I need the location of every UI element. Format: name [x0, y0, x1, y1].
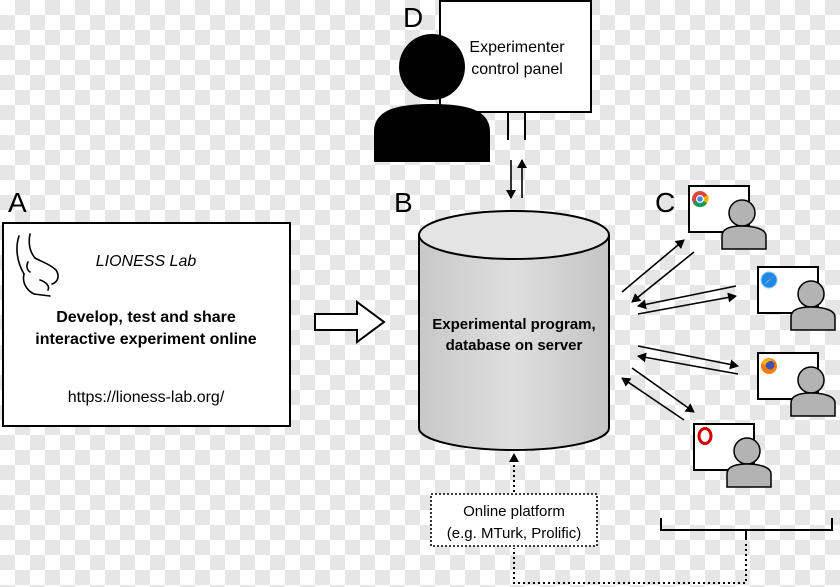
lion-head-icon — [16, 233, 59, 297]
opera-icon — [697, 427, 713, 445]
server-line2: database on server — [446, 337, 583, 354]
firefox-icon — [761, 358, 777, 374]
panel-tagline-line1: Develop, test and share — [56, 309, 236, 326]
platform-line2: (e.g. MTurk, Prolific) — [447, 525, 581, 542]
server-cylinder: Experimental program, database on server — [418, 210, 610, 451]
label-d: D — [403, 2, 423, 33]
participant-3 — [757, 352, 836, 417]
server-line1: Experimental program, — [432, 316, 595, 333]
participant-1 — [688, 185, 767, 250]
label-a: A — [8, 187, 27, 218]
chrome-icon — [692, 191, 709, 208]
person-icon — [726, 437, 772, 488]
participant-arrows — [621, 239, 739, 421]
panel-tagline-line2: interactive experiment online — [35, 331, 257, 348]
person-icon — [721, 199, 767, 250]
person-icon — [374, 34, 490, 162]
block-arrow-icon — [314, 300, 386, 344]
panel-url: https://lioness-lab.org/ — [68, 389, 225, 406]
label-b: B — [394, 187, 413, 218]
person-icon — [790, 366, 836, 417]
recruitment-path — [513, 544, 747, 584]
panel-title: LIONESS Lab — [96, 253, 197, 270]
lioness-panel: LIONESS Lab Develop, test and share inte… — [2, 222, 291, 427]
online-platform-box: Online platform (e.g. MTurk, Prolific) — [430, 493, 598, 547]
label-c: C — [655, 187, 675, 218]
participant-4 — [693, 423, 772, 488]
person-icon — [790, 280, 836, 331]
safari-icon — [760, 271, 778, 289]
participant-2 — [757, 266, 836, 331]
control-panel-line1: Experimenter — [469, 39, 565, 56]
participants-brace — [660, 518, 833, 540]
control-panel-line2: control panel — [471, 61, 563, 78]
platform-line1: Online platform — [463, 503, 565, 520]
